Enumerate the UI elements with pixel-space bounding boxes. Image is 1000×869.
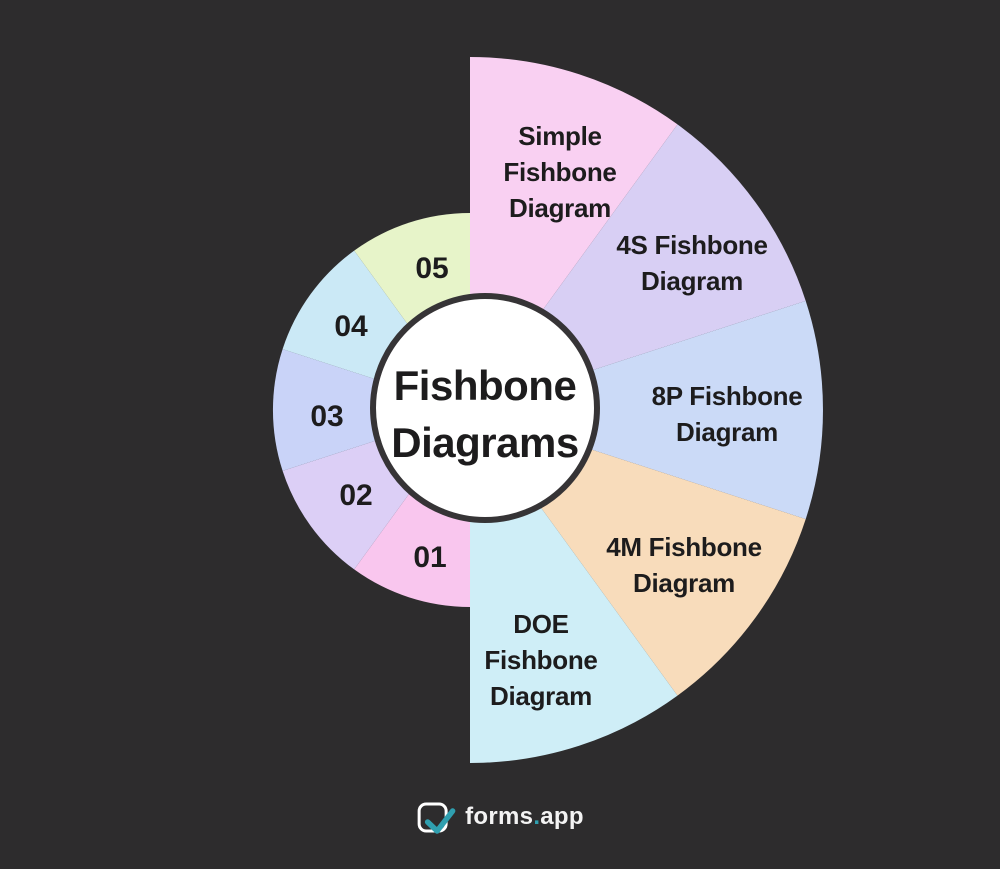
brand-name: forms — [465, 803, 534, 830]
brand-dot: . — [533, 803, 541, 830]
label-simple-fishbone-diagram: Simple Fishbone Diagram — [503, 121, 617, 223]
label-4m-fishbone-diagram: 4M Fishbone Diagram — [606, 532, 762, 598]
brand-wordmark: forms.app — [465, 803, 584, 831]
label-step-03: 03 — [310, 400, 344, 433]
wheel-center-title: Fishbone Diagrams — [391, 362, 579, 466]
label-step-01: 01 — [413, 541, 447, 574]
forms-app-brand-logo: forms.app — [416, 797, 584, 837]
label-4s-fishbone-diagram: 4S Fishbone Diagram — [616, 230, 768, 296]
forms-app-logo-icon — [417, 802, 456, 834]
label-8p-fishbone-diagram: 8P Fishbone Diagram — [651, 381, 803, 447]
segment-8p-fishbone — [470, 300, 823, 520]
brand-suffix: app — [540, 803, 584, 830]
label-doe-fishbone-diagram: DOE Fishbone Diagram — [484, 609, 598, 711]
center-hub-circle — [370, 293, 600, 523]
label-step-05: 05 — [415, 252, 449, 285]
label-step-02: 02 — [339, 479, 373, 512]
logo-checkmark — [424, 808, 456, 834]
label-step-04: 04 — [334, 310, 368, 343]
